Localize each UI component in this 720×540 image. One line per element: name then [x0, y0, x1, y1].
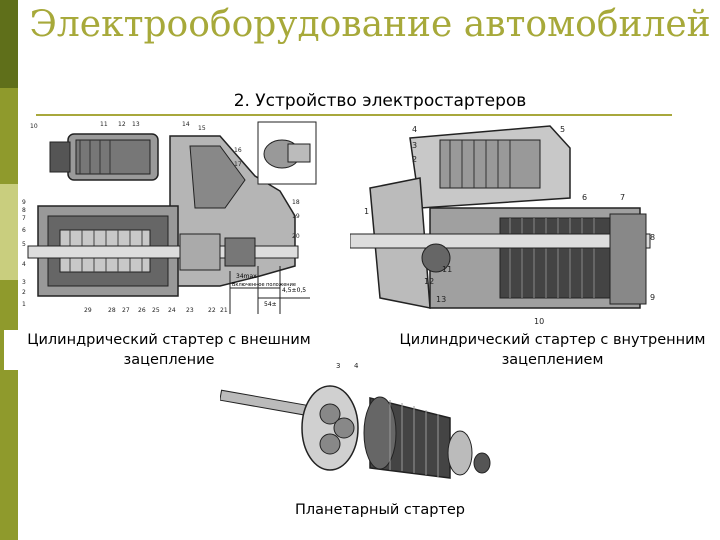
callout-label: 18 [292, 199, 300, 206]
callout-label: 28 [108, 307, 116, 314]
sidebar-block-dark [0, 0, 18, 88]
callout-label: 8 [650, 233, 655, 242]
callout-label: 1 [364, 207, 369, 216]
callout-label: 13 [436, 295, 446, 304]
callout-label: 17 [234, 161, 242, 168]
callout-label: 2 [22, 289, 26, 296]
callout-label: 6 [22, 227, 26, 234]
planetary-starter-caption-text: Планетарный стартер [294, 502, 466, 518]
callout-label: 3 [22, 279, 26, 286]
title-divider [36, 114, 672, 116]
callout-label: 25 [152, 307, 160, 314]
callout-label: 13 [132, 121, 140, 128]
planetary-starter-caption: Планетарный стартер [270, 500, 490, 520]
callout-label: 3 [336, 362, 340, 370]
callout-label: 6 [582, 193, 587, 202]
callout-label: 8 [22, 207, 26, 214]
callout-label: 27 [122, 307, 130, 314]
callout-label: 21 [220, 307, 228, 314]
callout-label: 1 [22, 301, 26, 308]
internal-starter-caption-text: Цилиндрический стартер с внутренним заце… [399, 332, 706, 368]
planetary-starter-drawing: 1 2 3 4 5 6 [220, 358, 500, 498]
callout-label: 7 [22, 215, 26, 222]
callout-label: 26 [138, 307, 146, 314]
dim-label: 34max [236, 273, 257, 280]
callout-label: 11 [442, 265, 452, 274]
dim-label: 54± [264, 301, 277, 308]
callout-label: 9 [22, 199, 26, 206]
callout-label: 22 [208, 307, 216, 314]
sidebar-block-light [0, 184, 18, 280]
callout-label: 23 [186, 307, 194, 314]
external-mesh-starter-drawing: 34max Включенное положение 54± 4,5±0,5 1… [20, 116, 320, 316]
callout-label: 4 [22, 261, 26, 268]
internal-starter-caption: Цилиндрический стартер с внутренним заце… [385, 330, 720, 370]
callout-label: 9 [650, 293, 655, 302]
callout-label: 4 [412, 125, 417, 134]
sidebar-block-olive [0, 88, 18, 184]
sidebar-decoration [0, 0, 18, 540]
dim-label: 4,5±0,5 [282, 287, 306, 294]
callout-label: 7 [620, 193, 625, 202]
sidebar-block-olive-lower [0, 280, 18, 540]
callout-label: 5 [22, 241, 26, 248]
callout-label: 5 [560, 125, 565, 134]
callout-label: 10 [30, 123, 38, 130]
slide-subtitle: 2. Устройство электростартеров [180, 90, 580, 112]
callout-label: 10 [534, 317, 544, 326]
dim-label: Включенное положение [232, 282, 296, 288]
callout-label: 4 [354, 362, 359, 370]
external-starter-caption-text: Цилиндрический стартер с внешним зацепле… [27, 332, 311, 368]
callout-label: 19 [292, 213, 300, 220]
callout-label: 16 [234, 147, 242, 154]
callout-label: 29 [84, 307, 92, 314]
callout-label: 3 [412, 141, 417, 150]
callout-label: 15 [198, 125, 206, 132]
internal-mesh-starter-drawing: 4 3 2 1 6 7 8 9 10 11 12 13 5 [350, 118, 662, 328]
callout-label: 14 [182, 121, 190, 128]
slide-title: Электрооборудование автомобилей [29, 4, 711, 45]
callout-label: 12 [424, 277, 434, 286]
callout-label: 11 [100, 121, 108, 128]
callout-label: 24 [168, 307, 176, 314]
external-starter-caption: Цилиндрический стартер с внешним зацепле… [4, 330, 334, 370]
callout-label: 12 [118, 121, 126, 128]
callout-label: 20 [292, 233, 300, 240]
callout-label: 2 [412, 155, 417, 164]
